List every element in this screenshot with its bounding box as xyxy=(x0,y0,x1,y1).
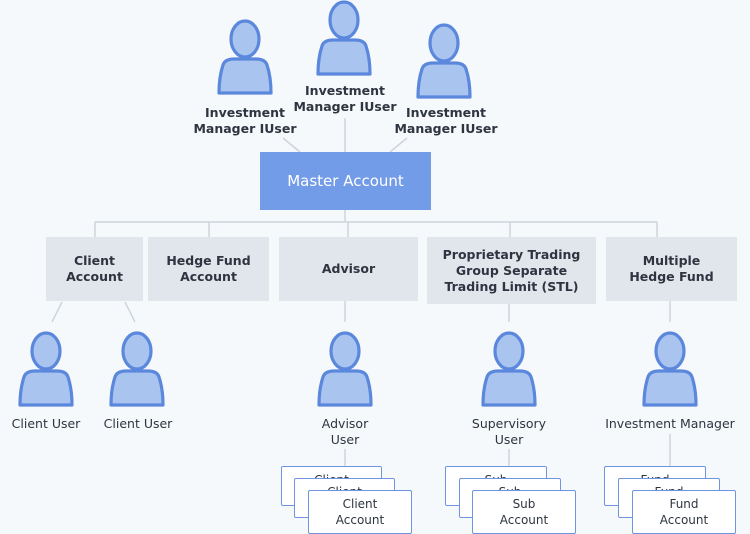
user-icon xyxy=(217,19,273,95)
user-icon xyxy=(316,0,372,76)
master-account-box: Master Account xyxy=(260,152,431,210)
user-label: Client User xyxy=(11,416,81,431)
user-label: Investment Manager xyxy=(605,416,735,431)
user-icon xyxy=(481,331,537,407)
account-box-advisor: Advisor xyxy=(279,237,418,301)
master-account-label: Master Account xyxy=(287,172,404,190)
user-icon xyxy=(642,331,698,407)
user-label: Client User xyxy=(103,416,173,431)
user-icon xyxy=(416,23,472,99)
user-icon xyxy=(18,331,74,407)
user-icon xyxy=(109,331,165,407)
user-icon xyxy=(317,331,373,407)
